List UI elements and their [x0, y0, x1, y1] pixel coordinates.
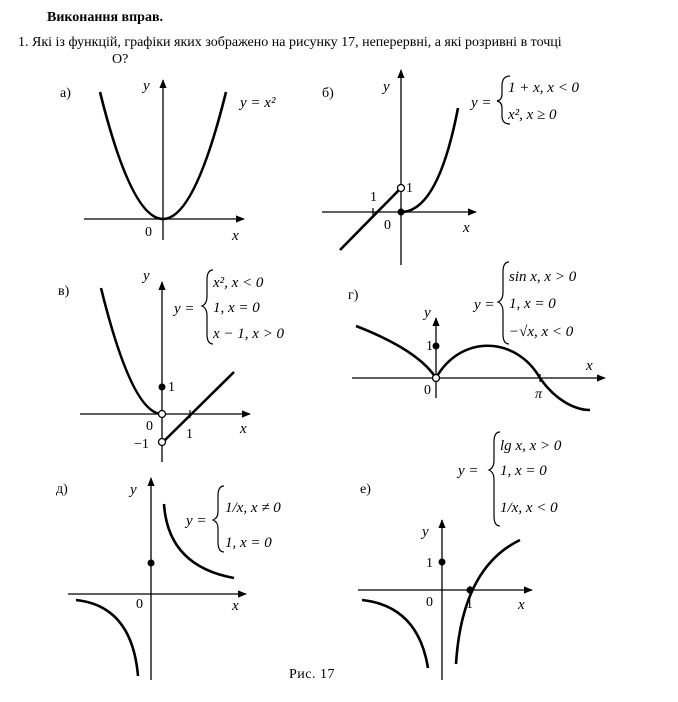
tick-label-v-ym1: −1: [134, 437, 149, 452]
curve-b-right: [400, 107, 460, 214]
axis-label-x-e: x: [517, 597, 525, 613]
panel-label-a: а): [60, 86, 71, 101]
formula-a: y = x²: [238, 95, 276, 111]
graph-b: y x 0 1 1 y = 1 + x, x < 0 x², x ≥ 0: [322, 69, 580, 265]
axis-label-y-a: y: [141, 78, 150, 94]
line-b-left: [339, 189, 400, 251]
origin-label-d: 0: [136, 597, 143, 612]
formula-v-2: 1, x = 0: [213, 300, 260, 316]
section-heading: Виконання вправ.: [47, 10, 164, 25]
task-text: 1. Які із функцій, графіки яких зображен…: [18, 34, 668, 68]
formula-prefix-d: y =: [184, 513, 207, 529]
tick-label-e-x1: 1: [466, 597, 473, 612]
curve-e-left: [361, 598, 430, 669]
origin-label-a: 0: [145, 225, 152, 240]
axis-label-y-v: y: [141, 268, 150, 284]
formula-b-1: 1 + x, x < 0: [508, 80, 580, 96]
brace-v: [200, 269, 214, 345]
origin-label-v: 0: [146, 419, 153, 434]
filled-point-g: [432, 342, 440, 350]
filled-point-d: [147, 559, 155, 567]
panel-label-v: в): [58, 284, 70, 299]
axis-label-y-g: y: [422, 305, 431, 321]
formula-b-2: x², x ≥ 0: [507, 107, 557, 123]
tick-label-e-y1: 1: [426, 556, 433, 571]
formula-g-2: 1, x = 0: [509, 296, 556, 312]
tick-label-g-y1: 1: [426, 339, 433, 354]
origin-label-b: 0: [384, 218, 391, 233]
formula-v-1: x², x < 0: [212, 275, 264, 291]
formula-g-1: sin x, x > 0: [509, 269, 577, 285]
panel-label-g: г): [348, 288, 359, 303]
origin-label-e: 0: [426, 595, 433, 610]
graph-a: y x 0 y = x²: [84, 78, 276, 244]
task-number: 1.: [18, 35, 29, 50]
panel-label-e: е): [360, 482, 371, 497]
brace-g: [496, 261, 510, 345]
formula-prefix-e: y =: [456, 463, 479, 479]
curve-a: [98, 91, 228, 221]
formula-prefix-b: y =: [469, 95, 492, 111]
open-point-v-minus1: [157, 437, 167, 447]
axis-label-x-b: x: [462, 220, 470, 236]
line-v-right: [162, 371, 235, 443]
axis-label-y-e: y: [420, 524, 429, 540]
graph-g: y x 0 1 π y = sin x, x > 0 1, x = 0 −√x,…: [352, 261, 606, 412]
curve-g-right: [434, 344, 591, 412]
formula-e-3: 1/x, x < 0: [500, 500, 558, 516]
filled-point-e-x: [466, 586, 474, 594]
formula-prefix-v: y =: [172, 301, 195, 317]
graph-v: y x 0 1 1 −1 y = x², x < 0 1, x = 0 x − …: [80, 268, 285, 462]
curve-e-right: [454, 538, 521, 665]
formula-g-3: −√x, x < 0: [509, 324, 574, 340]
origin-label-g: 0: [424, 383, 431, 398]
panel-label-d: д): [56, 482, 68, 497]
task-point: O?: [112, 52, 129, 67]
brace-b: [496, 75, 511, 125]
curve-v-left: [99, 287, 163, 416]
brace-d: [211, 485, 225, 553]
curve-d-left: [75, 598, 140, 677]
graph-e: y x 0 1 1 y = lg x, x > 0 1, x = 0 1/x, …: [358, 431, 562, 680]
axis-label-x-d: x: [231, 598, 239, 614]
axis-label-x-g: x: [585, 358, 593, 374]
open-point-b: [396, 183, 406, 193]
axis-label-y-b: y: [381, 79, 390, 95]
axis-label-x-a: x: [231, 228, 239, 244]
formula-d-1: 1/x, x ≠ 0: [225, 500, 281, 516]
tick-label-v-y1: 1: [168, 380, 175, 395]
axis-label-y-d: y: [128, 482, 137, 498]
panel-label-b: б): [322, 86, 334, 101]
formula-v-3: x − 1, x > 0: [212, 326, 285, 342]
tick-label-g-pi: π: [535, 387, 543, 402]
tick-label-v-x1: 1: [186, 427, 193, 442]
curve-d-right: [162, 503, 235, 580]
graph-d: y x 0 y = 1/x, x ≠ 0 1, x = 0: [68, 477, 281, 680]
filled-point-e-y: [438, 558, 446, 566]
curve-g-left: [355, 324, 438, 379]
tick-label-b-x: 1: [370, 190, 377, 205]
formula-prefix-g: y =: [472, 297, 495, 313]
axis-label-x-v: x: [239, 421, 247, 437]
open-point-v-origin: [157, 409, 167, 419]
tick-label-b-y: 1: [406, 181, 413, 196]
figure-caption: Рис. 17: [289, 667, 335, 682]
brace-e: [487, 431, 501, 527]
formula-d-2: 1, x = 0: [225, 535, 272, 551]
task-question: Які із функцій, графіки яких зображено н…: [32, 35, 562, 50]
filled-point-v: [158, 383, 166, 391]
formula-e-2: 1, x = 0: [500, 463, 547, 479]
filled-point-b: [397, 208, 405, 216]
open-point-g: [431, 373, 441, 383]
formula-e-1: lg x, x > 0: [500, 438, 562, 454]
